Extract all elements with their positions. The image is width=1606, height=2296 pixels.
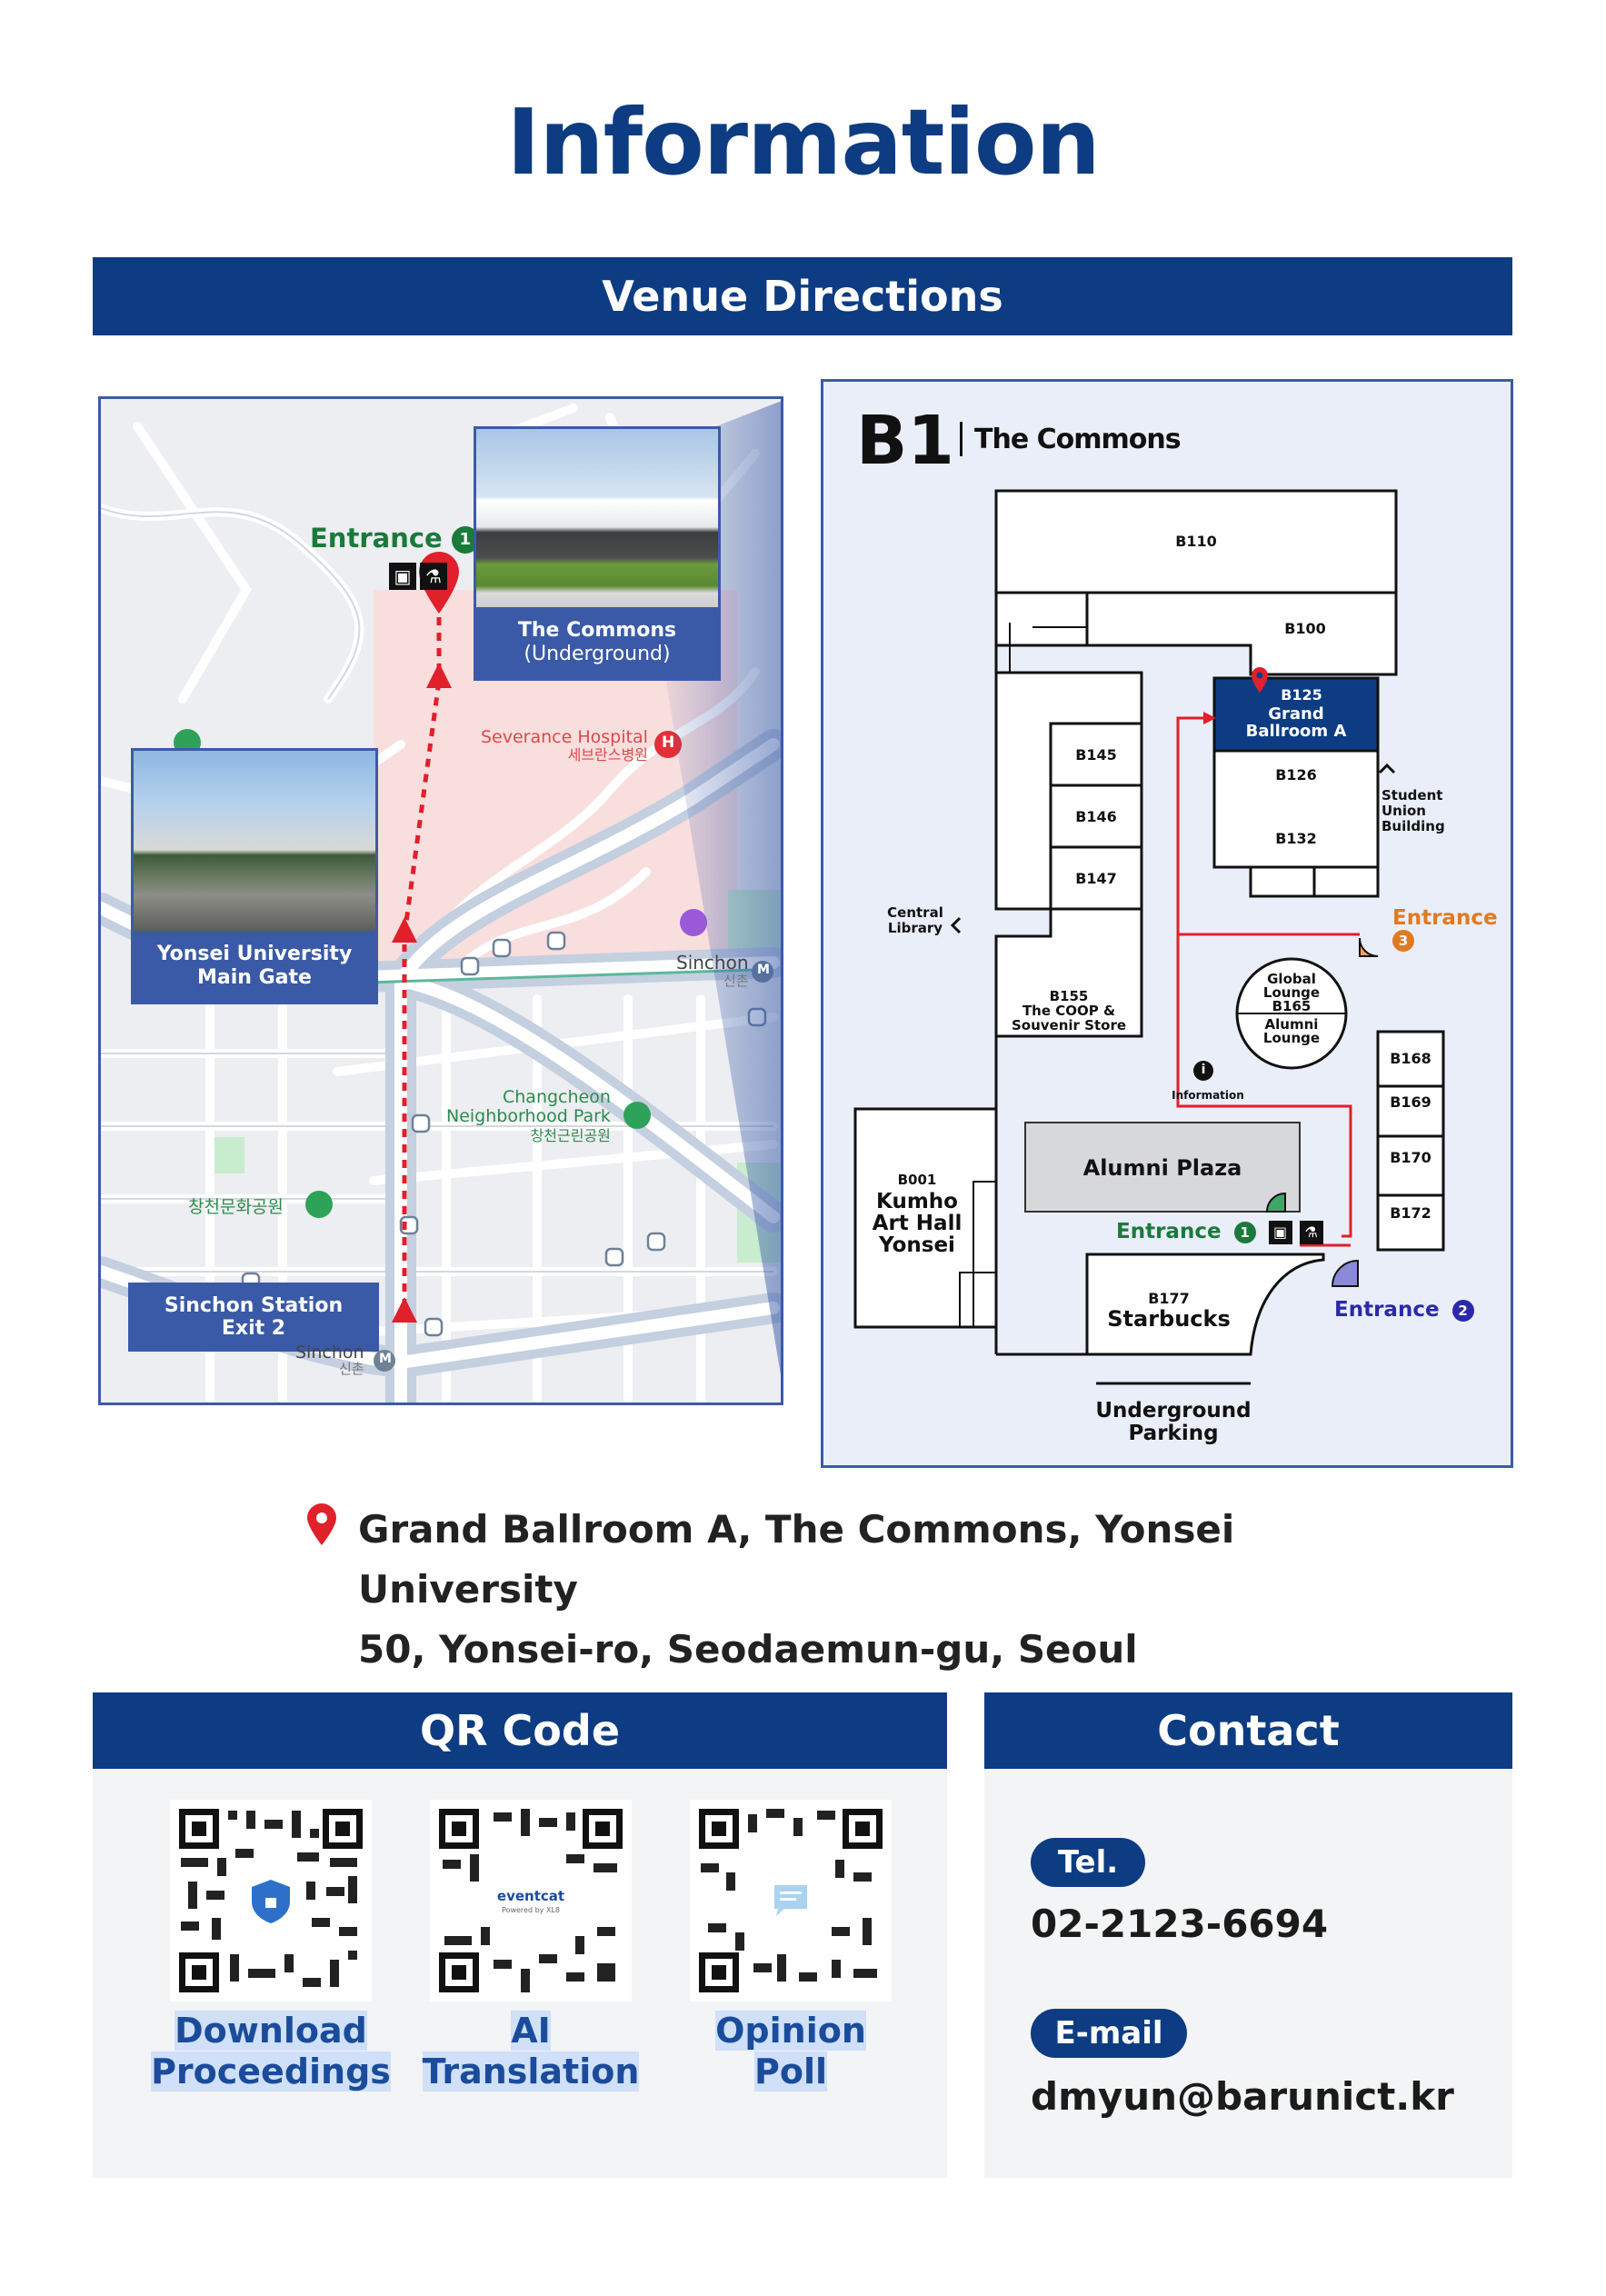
room-b155: B155 The COOP & Souvenir Store [1011,988,1127,1033]
floor-label: B1 [856,402,954,480]
contact-header: Contact [984,1692,1512,1769]
sinchon-bottom-label: Sinchon 신촌 [295,1343,364,1378]
opinion-poll-label[interactable]: Opinion Poll [715,2011,866,2091]
building-name: The Commons [974,424,1182,455]
floor-title-divider [960,422,963,456]
room-b125: B125 [1281,686,1322,704]
room-b169: B169 [1390,1093,1431,1111]
room-b100: B100 [1284,620,1326,637]
student-union-label: Student Union Building [1382,787,1445,834]
venue-address: Grand Ballroom A, The Commons, Yonsei Un… [358,1500,1449,1680]
room-b168: B168 [1390,1050,1431,1067]
qr-code-opinion-poll[interactable] [690,1800,892,2002]
main-gate-photo-card: Yonsei University Main Gate [131,748,378,1004]
alumni-plaza-label: Alumni Plaza [1082,1155,1242,1181]
room-b177: B177 [1148,1290,1190,1307]
tel-label-badge: Tel. [1031,1838,1145,1887]
qr-code-header: QR Code [93,1692,947,1769]
underground-parking-label: Underground Parking [1095,1399,1252,1445]
street-map[interactable]: Entrance 1 ▣ ⚗ The Commons (Underground)… [98,396,783,1405]
ballroom-pin-icon [1252,667,1268,693]
tel-number[interactable]: 02-2123-6694 [1031,1902,1329,1946]
room-b146: B146 [1075,808,1117,825]
qr-code-download-proceedings[interactable] [170,1800,372,2002]
contact-panel [984,1769,1512,2178]
information-icon: i [1201,1063,1206,1077]
page-title: Information [506,89,1101,195]
email-address[interactable]: dmyun@barunict.kr [1031,2074,1454,2119]
floor-plan-b1[interactable]: B1 The Commons B110 B100 B125 Grand Ball… [821,379,1513,1468]
sinchon-station-exit-card: Sinchon Station Exit 2 [128,1283,379,1352]
commons-photo-card: The Commons (Underground) [474,426,721,681]
commons-name: The Commons [517,619,677,642]
room-b172: B172 [1390,1204,1431,1222]
qr-pattern [179,1809,363,1992]
stairs-icon: ▣ [389,563,416,590]
address-line-1: Grand Ballroom A, The Commons, Yonsei Un… [358,1507,1235,1612]
qr-pattern [699,1809,883,1992]
floor-plan-walls [823,382,1511,1465]
plan-entrance-1: Entrance 1 ▣ ⚗ [1116,1220,1323,1244]
eventcat-logo: eventcat [497,1888,564,1904]
information-label: Information [1172,1089,1244,1102]
metro-icon: M [757,963,770,977]
metro-icon: M [379,1352,392,1366]
severance-hospital-label: Severance Hospital 세브란스병원 [481,727,648,764]
restroom-icon: ⚗ [1299,1220,1323,1244]
hospital-icon: H [662,734,675,752]
sinchon-label: Sinchon 신촌 [676,952,749,989]
main-gate-photo [134,751,375,931]
plan-entrance-2: Entrance 2 [1334,1298,1474,1322]
commons-building-photo [476,429,718,607]
room-b132: B132 [1275,830,1317,847]
venue-directions-header: Venue Directions [93,257,1512,335]
room-b145: B145 [1075,746,1117,764]
room-b110: B110 [1175,533,1217,550]
stairs-icon: ▣ [1268,1220,1292,1244]
room-b147: B147 [1075,870,1117,887]
commons-sub: (Underground) [524,643,671,665]
starbucks-label: Starbucks [1107,1306,1231,1332]
room-b165: Global Lounge B165 Alumni Lounge [1262,971,1321,1046]
room-b001: B001 [897,1172,937,1188]
download-proceedings-label[interactable]: Download Proceedings [151,2011,391,2091]
qr-pattern: eventcat Powered by XL8 [439,1809,623,1992]
culture-park-label: 창천문화공원 [188,1197,284,1217]
address-line-2: 50, Yonsei-ro, Seodaemun-gu, Seoul [358,1627,1138,1672]
room-b126: B126 [1275,766,1317,784]
room-b170: B170 [1390,1149,1431,1166]
qr-code-ai-translation[interactable]: eventcat Powered by XL8 [430,1800,632,2002]
email-label-badge: E-mail [1031,2009,1187,2058]
restroom-icon: ⚗ [420,563,447,590]
map-entrance-1-label: Entrance 1 [310,523,479,554]
grand-ballroom-a-label[interactable]: Grand Ballroom A [1245,704,1347,741]
changcheon-park-label: Changcheon Neighborhood Park 창천근린공원 [446,1087,611,1145]
ai-translation-label[interactable]: AI Translation [422,2011,640,2091]
map-pin-icon [307,1503,336,1545]
central-library-label: Central Library [887,904,943,936]
eventcat-logo-sub: Powered by XL8 [502,1906,560,1914]
plan-entrance-3: Entrance 3 [1392,906,1498,952]
kumho-art-hall-label: Kumho Art Hall Yonsei [872,1190,963,1257]
